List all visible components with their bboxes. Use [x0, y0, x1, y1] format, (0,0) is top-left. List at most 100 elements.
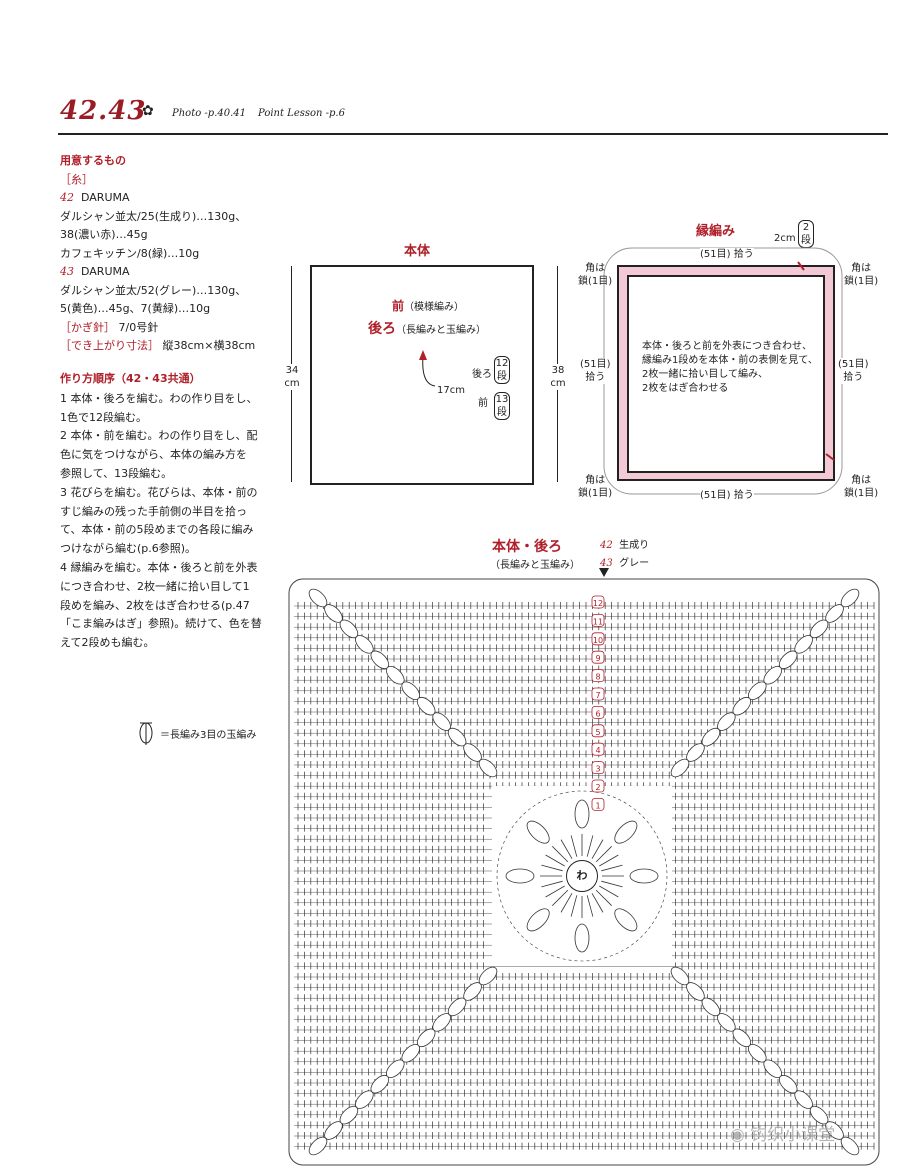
cluster-stitch-icon: [139, 722, 153, 745]
radial-stitch: [599, 854, 619, 867]
step-line: 色に気をつけながら、本体の編み方を: [60, 448, 247, 462]
cluster-stitch: [478, 758, 498, 778]
watermark: ◉ 钩织小课堂: [730, 1125, 836, 1145]
color-42-tag: 42: [600, 540, 613, 551]
radial-stitch: [545, 854, 565, 867]
procedure-section: 作り方順序（42・43共通） 1 本体・後ろを編む。わの作り目をし、 1色で12…: [60, 370, 275, 653]
row-number-box: [591, 632, 605, 646]
border-title: 縁編み: [696, 224, 736, 239]
chart-title: 本体・後ろ: [492, 539, 562, 555]
row-number: 8: [595, 673, 600, 682]
radial-stitch: [541, 880, 563, 888]
center-ring: わ: [566, 860, 598, 892]
row-number-box: [591, 650, 605, 664]
back-label-line: 後ろ（長編みと玉編み）: [368, 318, 486, 338]
row-number-box: [591, 595, 605, 609]
legend-note: ＝長編み3目の玉編み: [160, 730, 257, 741]
radial-stitch: [601, 880, 623, 888]
back-note: （長編みと玉編み）: [396, 325, 486, 336]
p42-line-2: 38(濃い赤)…45g: [60, 228, 148, 241]
radial-stitch: [570, 895, 578, 917]
hook-label: ［かぎ針］: [60, 320, 115, 334]
right-pickup: (51目) 拾う: [838, 358, 869, 384]
back-rows-unit: 段: [497, 371, 507, 382]
corner-value: 鎖(1目): [578, 276, 613, 287]
border-frame: [603, 247, 843, 495]
cluster-stitch: [526, 820, 550, 844]
row-number: 12: [593, 599, 603, 608]
height-unit: cm: [284, 378, 300, 389]
step-line: 3 花びらを編む。花びらは、本体・前の: [60, 485, 258, 499]
p43-line-1: ダルシャン並太/52(グレー)…130g、: [60, 283, 247, 297]
front-note: （模様編み）: [404, 302, 465, 313]
instruction-line: 2枚をはぎ合わせる: [642, 383, 729, 394]
row-number-box: [591, 724, 605, 738]
front-rows-unit: 段: [497, 407, 507, 418]
cluster-stitch: [629, 868, 659, 884]
radial-stitch: [560, 839, 573, 859]
color-43-tag: 43: [600, 558, 613, 569]
back-rows-number: 12: [495, 358, 509, 369]
row-number-box: [591, 614, 605, 627]
cluster-stitch: [574, 923, 590, 953]
instruction-line: 縁編み1段めを本体・前の表側を見て、: [642, 355, 818, 366]
row-number: 10: [593, 636, 603, 645]
step-line: 4 縁編みを編む。本体・後ろと前を外表: [60, 560, 258, 574]
color-key-42: 42 生成り: [600, 536, 649, 551]
corner-value: 鎖(1目): [844, 276, 879, 287]
yarn-label: ［糸］: [60, 172, 93, 186]
top-pickup: (51目) 拾う: [700, 248, 754, 261]
front-label-line: 前（模様編み）: [392, 297, 464, 314]
step-line: すじ編みの残った手前側の半目を拾っ: [60, 504, 247, 518]
step-line: 「こま編みはぎ」参照)。続けて、色を替: [60, 617, 262, 631]
radial-stitch: [601, 864, 623, 872]
direction-arrow-icon: [419, 350, 436, 387]
p42-brand-line: 42 DARUMA: [60, 189, 280, 208]
front-label: 前: [392, 299, 405, 313]
row-number-box: [591, 742, 605, 756]
cluster-stitch: [478, 966, 498, 986]
size-line: ［でき上がり寸法］ 縦38cm×横38cm: [60, 337, 280, 356]
cluster-stitch: [614, 820, 638, 844]
instruction-line: 2枚一緒に拾い目して編み、: [642, 369, 769, 380]
body-title: 本体: [404, 244, 431, 259]
chart-subtitle: （長編みと玉編み）: [490, 560, 580, 571]
step-line: 1 本体・後ろを編む。わの作り目をし、: [60, 391, 258, 405]
materials-section: 用意するもの ［糸］ 42 DARUMA ダルシャン並太/25(生成り)…130…: [60, 152, 280, 356]
step-line: て、本体・前の5段めまでの各段に編み: [60, 523, 254, 537]
left-pickup-label: 拾う: [585, 372, 606, 383]
row-number-box: [591, 687, 605, 701]
outer-dimension: 38 cm: [549, 364, 567, 390]
pattern-number: 42.43: [60, 96, 147, 126]
height-value: 34: [285, 365, 299, 376]
row-number-box: [591, 761, 605, 775]
radial-stitch: [541, 864, 563, 872]
size-value: 縦38cm×横38cm: [162, 339, 256, 352]
watermark-text: 钩织小课堂: [750, 1125, 836, 1145]
front-short-label: 前: [478, 398, 488, 409]
radial-stitch: [591, 839, 604, 859]
cluster-stitch: [670, 758, 690, 778]
bottom-pickup: (51目) 拾う: [700, 489, 754, 502]
row-number: 4: [595, 746, 600, 755]
cluster-stitch: [574, 799, 590, 829]
photo-reference: Photo -p.40.41: [172, 108, 246, 119]
center-ring-outline: [496, 790, 668, 962]
cluster-stitch: [670, 966, 690, 986]
p43-brand: DARUMA: [81, 265, 130, 278]
border-rows-number: 2: [802, 222, 810, 233]
front-rows-number: 13: [495, 394, 509, 405]
color-42-name: 生成り: [619, 540, 650, 551]
instruction-line: 本体・後ろと前を外表につき合わせ、: [642, 341, 812, 352]
radial-stitch: [595, 889, 612, 906]
row-number: 2: [595, 783, 600, 792]
p42-tag: 42: [60, 191, 74, 204]
row-number: 5: [595, 728, 600, 737]
p42-brand: DARUMA: [81, 191, 130, 204]
left-pickup: (51目) 拾う: [580, 358, 611, 384]
materials-title: 用意するもの: [60, 154, 126, 167]
radial-stitch: [560, 893, 573, 913]
radial-stitch: [570, 835, 578, 857]
row-number: 9: [595, 654, 600, 663]
outer-unit: cm: [550, 378, 566, 389]
